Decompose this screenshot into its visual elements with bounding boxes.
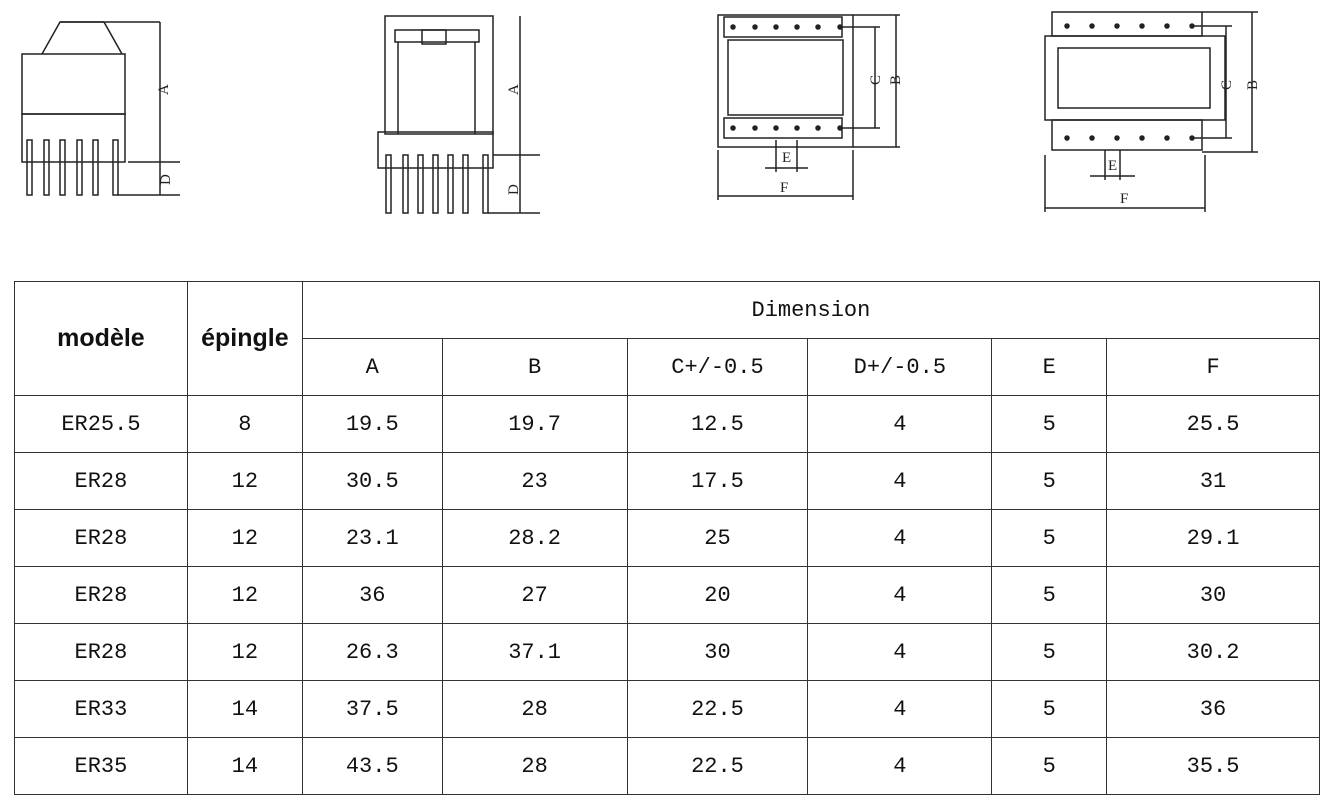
- cell-pin: 12: [186, 509, 303, 567]
- cell-d: 4: [807, 680, 993, 738]
- cell-e: 5: [991, 452, 1108, 510]
- top-view-drawing-1: C B E F: [717, 14, 904, 200]
- cell-model: ER28: [14, 566, 188, 624]
- cell-b: 37.1: [441, 623, 628, 681]
- side-view-drawing-2: A D: [377, 15, 540, 214]
- label-c: C: [868, 75, 884, 85]
- cell-f: 35.5: [1106, 737, 1320, 795]
- header-row-columns: A B C+/-0.5 D+/-0.5 E F: [15, 338, 1320, 396]
- dimension-drawings: A D A D C B E F: [0, 0, 1332, 240]
- header-b: B: [441, 338, 628, 396]
- cell-b: 23: [441, 452, 628, 510]
- cell-b: 28: [441, 680, 628, 738]
- cell-c: 25: [626, 509, 809, 567]
- cell-c: 30: [626, 623, 809, 681]
- cell-pin: 14: [186, 680, 303, 738]
- cell-f: 30.2: [1106, 623, 1320, 681]
- cell-model: ER33: [14, 680, 188, 738]
- cell-e: 5: [991, 509, 1108, 567]
- cell-pin: 14: [186, 737, 303, 795]
- cell-e: 5: [991, 737, 1108, 795]
- cell-c: 17.5: [626, 452, 809, 510]
- side-view-drawing-1: A D: [21, 21, 180, 196]
- label-c: C: [1219, 80, 1235, 90]
- cell-c: 22.5: [626, 680, 809, 738]
- cell-d: 4: [807, 509, 993, 567]
- label-d: D: [158, 174, 174, 185]
- cell-f: 29.1: [1106, 509, 1320, 567]
- header-a: A: [301, 338, 443, 396]
- label-d: D: [506, 184, 522, 195]
- label-e: E: [1108, 158, 1117, 174]
- label-f: F: [780, 180, 788, 196]
- cell-c: 12.5: [626, 395, 809, 453]
- header-f: F: [1106, 338, 1320, 396]
- cell-pin: 8: [186, 395, 303, 453]
- cell-a: 36: [301, 566, 443, 624]
- cell-b: 28.2: [441, 509, 628, 567]
- cell-a: 19.5: [301, 395, 443, 453]
- cell-d: 4: [807, 737, 993, 795]
- dimension-table: modèle épingle Dimension A B C+/-0.5 D+/…: [14, 281, 1321, 795]
- label-e: E: [782, 150, 791, 166]
- cell-a: 26.3: [301, 623, 443, 681]
- cell-e: 5: [991, 680, 1108, 738]
- header-dimension: Dimension: [301, 281, 1321, 339]
- cell-model: ER28: [14, 452, 188, 510]
- top-view-drawing-2: C B E F: [1044, 11, 1261, 212]
- cell-d: 4: [807, 395, 993, 453]
- cell-a: 30.5: [301, 452, 443, 510]
- cell-e: 5: [991, 395, 1108, 453]
- cell-f: 31: [1106, 452, 1320, 510]
- cell-f: 36: [1106, 680, 1320, 738]
- cell-e: 5: [991, 566, 1108, 624]
- header-e: E: [991, 338, 1108, 396]
- cell-a: 23.1: [301, 509, 443, 567]
- cell-model: ER35: [14, 737, 188, 795]
- cell-d: 4: [807, 566, 993, 624]
- cell-d: 4: [807, 623, 993, 681]
- cell-model: ER25.5: [14, 395, 188, 453]
- header-row-top: modèle épingle Dimension: [14, 281, 1321, 396]
- cell-a: 37.5: [301, 680, 443, 738]
- cell-b: 19.7: [441, 395, 628, 453]
- cell-d: 4: [807, 452, 993, 510]
- cell-model: ER28: [14, 509, 188, 567]
- cell-c: 20: [626, 566, 809, 624]
- cell-f: 25.5: [1106, 395, 1320, 453]
- label-b: B: [888, 75, 904, 85]
- cell-f: 30: [1106, 566, 1320, 624]
- cell-pin: 12: [186, 623, 303, 681]
- cell-model: ER28: [14, 623, 188, 681]
- cell-b: 27: [441, 566, 628, 624]
- label-f: F: [1120, 191, 1128, 207]
- label-b: B: [1245, 80, 1261, 90]
- cell-b: 28: [441, 737, 628, 795]
- label-a: A: [156, 84, 172, 95]
- cell-a: 43.5: [301, 737, 443, 795]
- cell-c: 22.5: [626, 737, 809, 795]
- header-pin: épingle: [186, 281, 303, 396]
- cell-e: 5: [991, 623, 1108, 681]
- header-model: modèle: [14, 281, 188, 396]
- header-c: C+/-0.5: [626, 338, 809, 396]
- cell-pin: 12: [186, 566, 303, 624]
- header-d: D+/-0.5: [807, 338, 993, 396]
- label-a: A: [506, 84, 522, 95]
- cell-pin: 12: [186, 452, 303, 510]
